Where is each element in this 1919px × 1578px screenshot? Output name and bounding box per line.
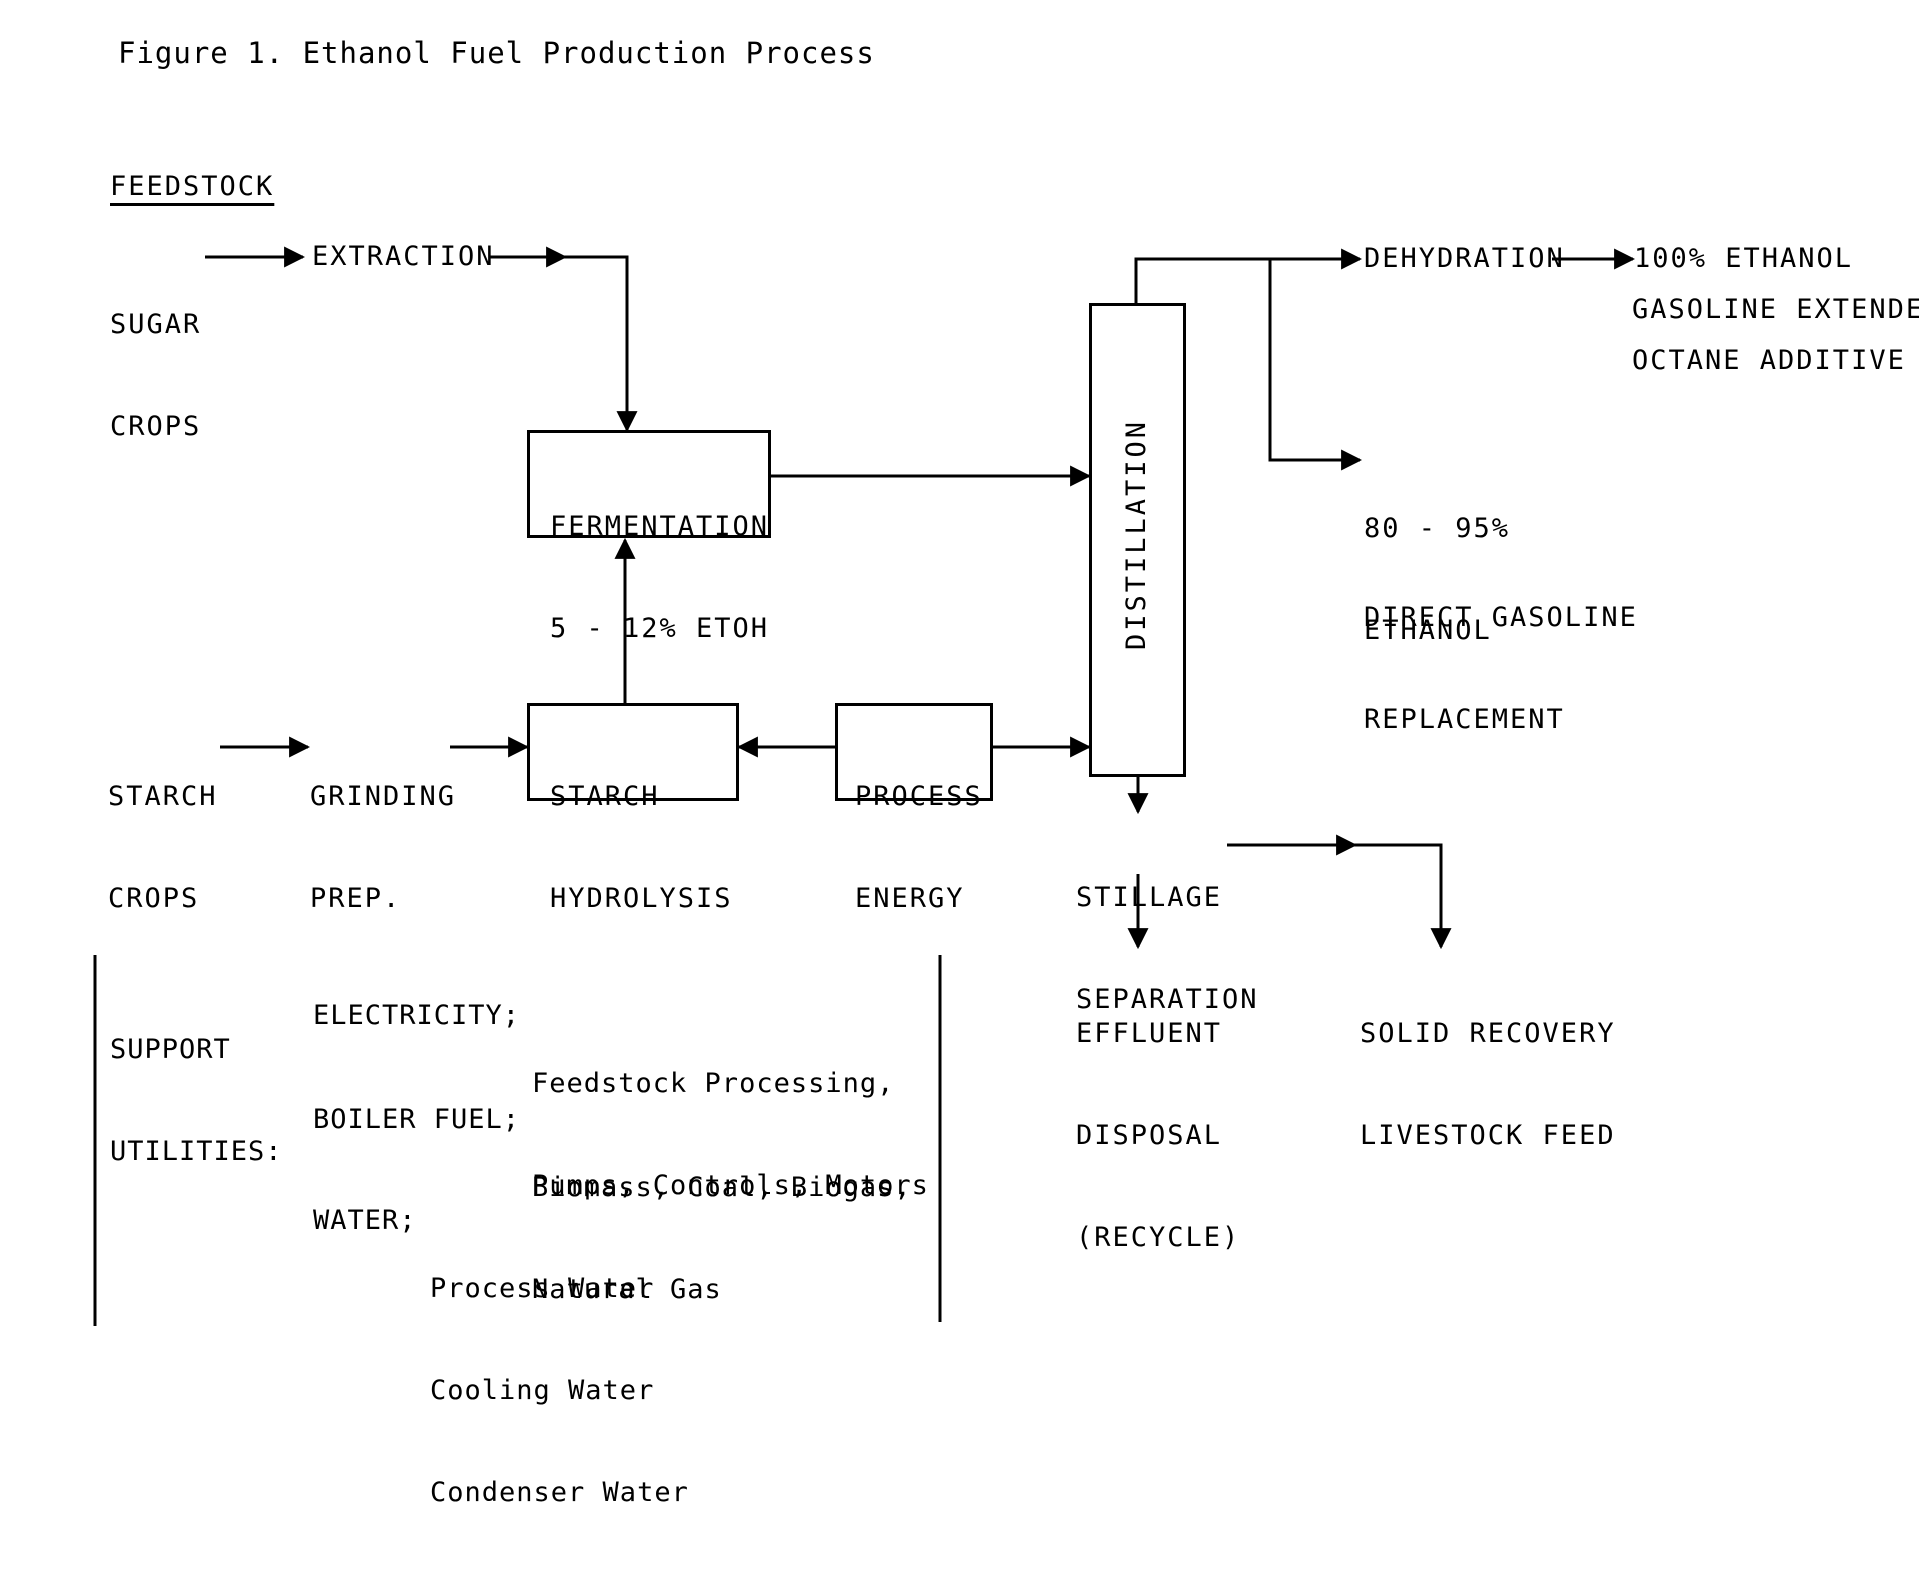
stillage-separation-label: STILLAGE SEPARATION [1076,813,1259,1051]
water-item: Process Water [430,1273,655,1304]
solid-recovery-line-1: SOLID RECOVERY [1360,1018,1616,1049]
process-energy-line-1: PROCESS [855,781,983,812]
gasoline-extender-label: GASOLINE EXTENDER [1632,294,1919,325]
electricity-item: Feedstock Processing, [532,1068,895,1099]
solid-recovery-line-2: LIVESTOCK FEED [1360,1120,1616,1151]
electricity-label: ELECTRICITY; [313,1000,521,1031]
distillation-column [1089,303,1186,777]
starch-crops-label: STARCH CROPS [108,712,218,950]
boiler-fuel-item: Biomass, Coal, Biogas, [532,1172,912,1203]
replacement-line-2: REPLACEMENT [1364,704,1565,735]
figure-title: Figure 1. Ethanol Fuel Production Proces… [118,36,875,70]
support-label-line-2: UTILITIES: [110,1136,283,1167]
boiler-fuel-item: Natural Gas [532,1274,722,1305]
hydrolysis-line-1: STARCH [550,781,660,812]
fermentation-box [527,430,771,538]
process-energy-line-2: ENERGY [855,883,965,914]
boiler-fuel-label: BOILER FUEL; [313,1104,521,1135]
sugar-crops-label: SUGAR CROPS [110,240,201,478]
process-energy-box [835,703,993,801]
replacement-line-1: DIRECT GASOLINE [1364,602,1638,633]
sugar-crops-line-2: CROPS [110,411,202,442]
octane-additive-label: OCTANE ADDITIVE [1632,345,1906,376]
sugar-crops-line-1: SUGAR [110,309,202,340]
stillage-line-1: STILLAGE [1076,882,1223,913]
line-branch-to-80-95 [1268,259,1363,471]
direct-gasoline-replacement-label: DIRECT GASOLINE REPLACEMENT [1364,533,1638,771]
flow-lines [93,246,1636,1326]
stillage-line-2: SEPARATION [1076,984,1259,1015]
effluent-line-1: EFFLUENT [1076,1018,1223,1049]
ethanol-80-95-line-1: 80 - 95% [1364,513,1511,544]
fermentation-label: FERMENTATION 5 - 12% ETOH [550,442,769,680]
effluent-line-2: DISPOSAL [1076,1120,1223,1151]
water-item: Cooling Water [430,1375,655,1406]
distillation-label: DISTILLATION [1121,418,1152,650]
fermentation-line-2: 5 - 12% ETOH [550,613,770,644]
grinding-line-1: GRINDING [310,781,457,812]
line-extraction-to-fermentation [560,255,638,433]
support-label-line-1: SUPPORT [110,1034,231,1065]
starch-hydrolysis-label: STARCH HYDROLYSIS [550,712,733,950]
fermentation-line-1: FERMENTATION [550,511,770,542]
water-label: WATER; [313,1205,417,1236]
line-stillage-to-solid [1350,843,1452,950]
feedstock-heading: FEEDSTOCK [110,171,275,202]
starch-crops-line-1: STARCH [108,781,218,812]
starch-hydrolysis-box [527,703,739,801]
effluent-disposal-label: EFFLUENT DISPOSAL (RECYCLE) [1076,949,1240,1289]
extraction-label: EXTRACTION [312,241,495,272]
hydrolysis-line-2: HYDROLYSIS [550,883,733,914]
starch-crops-line-2: CROPS [108,883,200,914]
boiler-fuel-items: Biomass, Coal, Biogas, Natural Gas [532,1103,912,1375]
solid-recovery-label: SOLID RECOVERY LIVESTOCK FEED [1360,949,1616,1187]
grinding-prep-label: GRINDING PREP. [310,712,456,950]
grinding-line-2: PREP. [310,883,402,914]
ethanol-80-95-line-2: ETHANOL [1364,615,1492,646]
electricity-items: Feedstock Processing, Pumps, Controls, M… [532,999,929,1271]
dehydration-label: DEHYDRATION [1364,243,1565,274]
electricity-item: Pumps, Controls, Motors [532,1170,929,1201]
process-energy-label: PROCESS ENERGY [855,712,983,950]
effluent-line-3: (RECYCLE) [1076,1222,1241,1253]
water-item: Condenser Water [430,1477,689,1508]
water-items: Process Water Cooling Water Condenser Wa… [430,1204,689,1578]
line-distillation-to-dehydration [1134,248,1363,303]
support-utilities-label: SUPPORT UTILITIES: [110,965,283,1237]
ethanol-100-label: 100% ETHANOL [1634,243,1854,274]
ethanol-80-95-label: 80 - 95% ETHANOL [1364,444,1510,682]
